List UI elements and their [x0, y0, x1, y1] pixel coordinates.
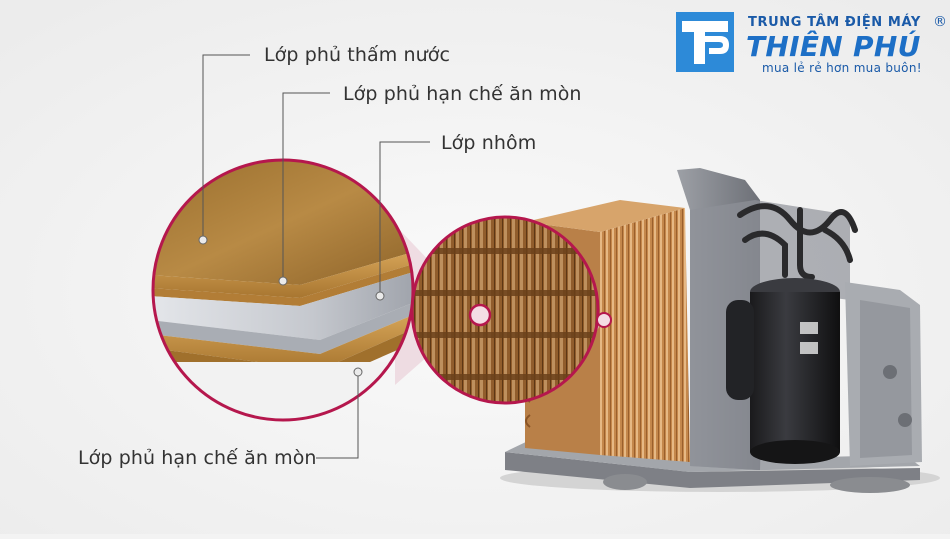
outdoor-unit [500, 168, 940, 493]
logo-name: THIÊN PHÚ [746, 30, 921, 63]
label-water-coating: Lớp phủ thấm nước [264, 44, 451, 66]
label-anti-corrosion-top: Lớp phủ hạn chế ăn mòn [343, 83, 582, 105]
brand-logo: TRUNG TÂM ĐIỆN MÁY ® THIÊN PHÚ mua lẻ rẻ… [676, 12, 947, 78]
label-aluminum: Lớp nhôm [441, 132, 537, 154]
zoom-anchor-dot [468, 303, 492, 327]
label-anti-corrosion-bottom: Lớp phủ hạn chế ăn mòn [78, 447, 317, 469]
coil-anchor-dot [596, 312, 612, 328]
logo-registered-mark: ® [933, 14, 947, 30]
callout-dots [198, 235, 385, 377]
logo-top-line: TRUNG TÂM ĐIỆN MÁY [748, 15, 921, 30]
coil-zoom-circle [410, 215, 612, 405]
logo-slogan: mua lẻ rẻ hơn mua buôn! [762, 61, 922, 75]
logo-tp-icon [676, 12, 734, 72]
callout-lines [202, 54, 430, 459]
